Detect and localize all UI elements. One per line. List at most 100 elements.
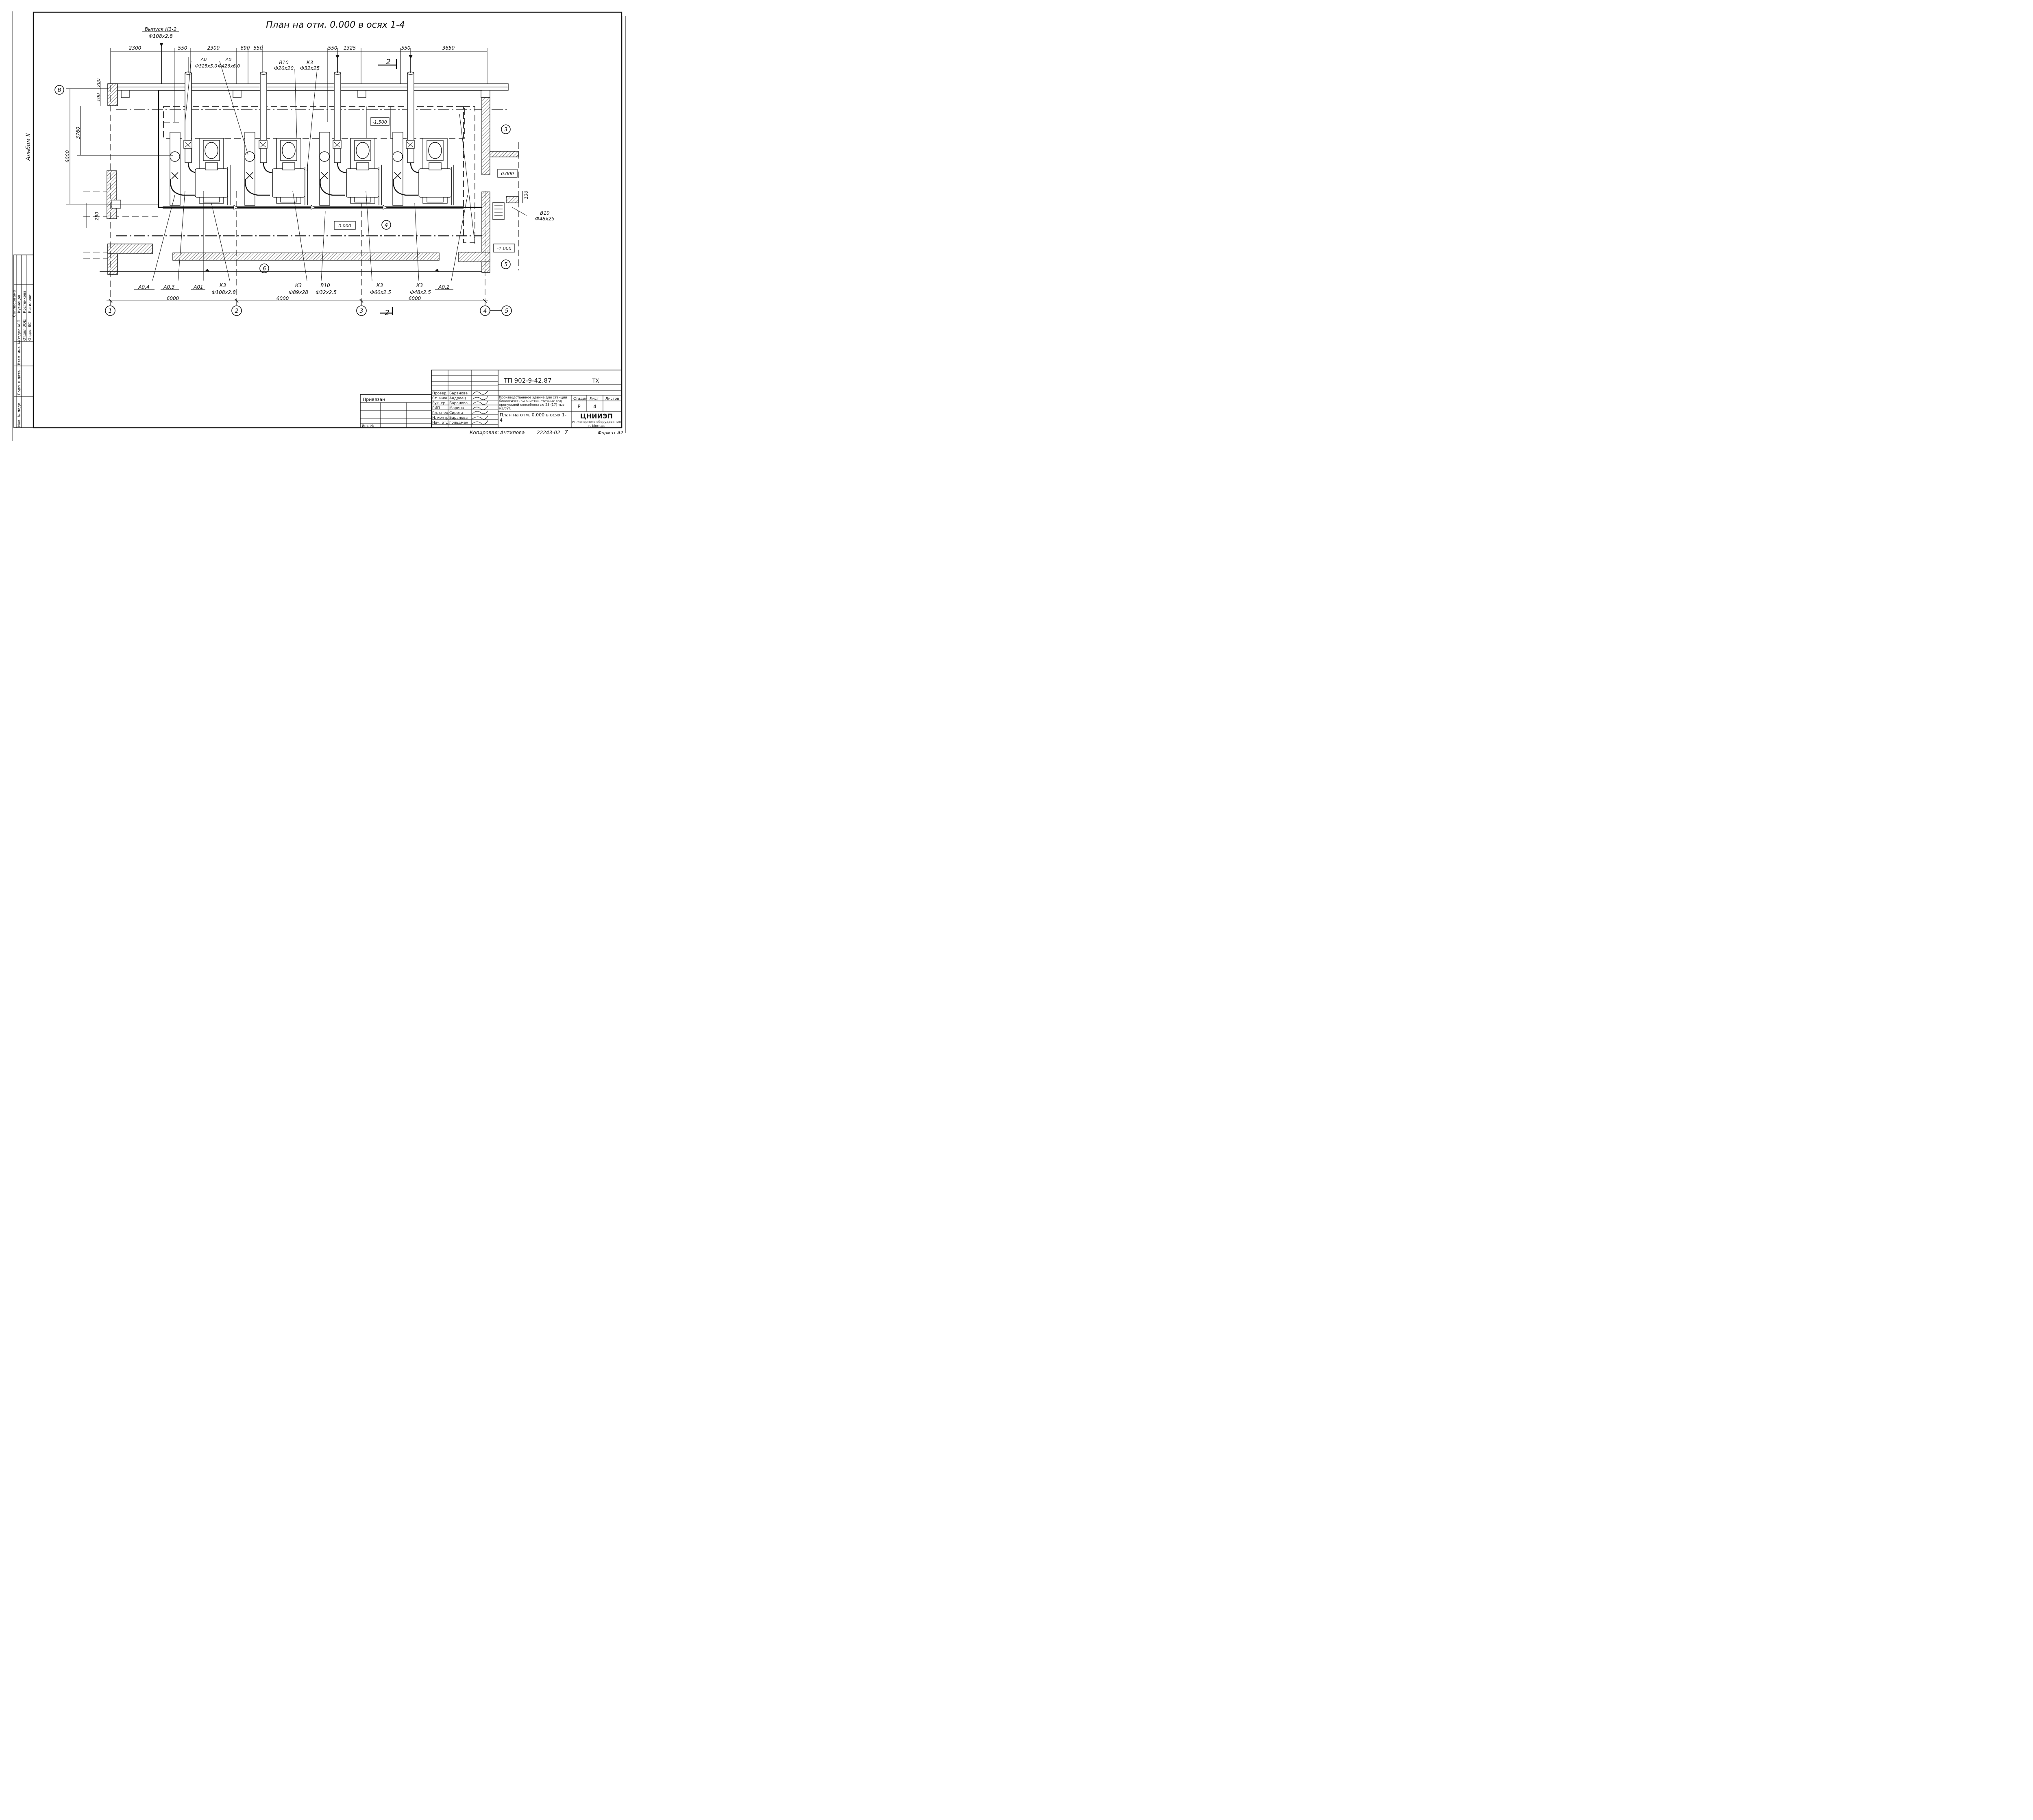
sheet-header: Лист (590, 397, 599, 401)
format-label: Формат А2 (598, 430, 623, 435)
top-wall (107, 83, 509, 106)
dim-250: 250 (94, 212, 100, 220)
signer-name-4: Марина (449, 406, 464, 410)
channel-dashed (83, 106, 508, 259)
row-marker-4: 4 (385, 222, 388, 229)
axis-marker-3: 3 (360, 308, 364, 314)
org-sub: инженерного оборудования (572, 420, 621, 424)
drawing-title: План на отм. 0.000 в осях 1-4 (266, 20, 405, 30)
axis-marker-2: 2 (235, 308, 239, 314)
approval-dept-3: Отдел ВС (28, 322, 32, 341)
outlet-b10-size: Ф20х20 (274, 65, 294, 71)
plan-view (66, 31, 527, 315)
org-name: ЦНИИЭП (580, 412, 613, 420)
dim-3760: 3760 (75, 126, 81, 139)
org-city: г. Москва (588, 424, 605, 428)
label-b10-32-size: Ф32х2.5 (316, 290, 337, 295)
section-mark-top: 2 (386, 58, 390, 66)
dim-200: 200 (96, 78, 101, 87)
level-minus-1500: -1.500 (372, 120, 387, 125)
outlet-k3-size: Ф32х25 (300, 65, 320, 71)
label-k3-108: К3 (220, 283, 226, 288)
axis-dim-2-3: 6000 (276, 296, 289, 301)
label-b10-32: В10 (320, 283, 330, 288)
dim-2300-b: 2300 (207, 45, 220, 51)
copied-label: Копировал: (470, 430, 499, 435)
label-a02: А0.2 (438, 284, 449, 290)
label-k3-48: К3 (416, 283, 423, 288)
approvals-header: Согласовано (12, 290, 17, 317)
label-a04: А0.4 (138, 284, 149, 290)
label-a03: А0.3 (163, 284, 174, 290)
dim-100: 100 (96, 93, 101, 102)
signer-name-6: Баранова (449, 416, 468, 420)
level-0000-center: 0.000 (338, 223, 351, 229)
row-marker-b: В (58, 87, 61, 94)
row-marker-6: 6 (263, 266, 266, 272)
pump-unit-4 (392, 72, 454, 206)
approval-name-2: Костенкова (23, 291, 27, 313)
pump-unit-2 (244, 72, 316, 210)
side-field-podp: Подп. и дата (17, 370, 22, 395)
signer-name-1: Баранова (449, 392, 468, 396)
title-block: Привязан Инв. № ТП 902-9-42.87 ТХ Провер… (360, 370, 622, 428)
approval-name-3: Катилович (28, 292, 32, 313)
dim-3650: 3650 (442, 45, 455, 51)
outlet-a0-1-label: А0 (200, 57, 207, 62)
approval-dept-1: Отдел АСП (17, 320, 22, 341)
label-k3-60: К3 (377, 283, 383, 288)
dim-1325: 1325 (344, 45, 356, 51)
stage-value: Р (577, 404, 580, 409)
signer-role-5: Гл. спец. (432, 411, 449, 415)
signers: Провер. Баранова Ст. инж. Андреец Рук. г… (432, 391, 488, 425)
title-block-code: ТП 902-9-42.87 (503, 377, 551, 384)
outlet-a0-2-label: А0 (225, 57, 232, 62)
signer-role-1: Провер. (432, 392, 447, 396)
dim-130: 130 (524, 191, 529, 199)
sheet-title: План на отм. 0.000 в осях 1-4 (500, 412, 566, 423)
signer-name-5: Сирота (449, 411, 463, 415)
approval-dept-2: Отдел ЗОД (23, 319, 27, 341)
outlet-a0-1-size: Ф325х5.0 (195, 63, 217, 69)
dim-550-b: 550 (254, 45, 263, 51)
label-k3-89: К3 (295, 283, 302, 288)
axis-marker-1: 1 (109, 308, 112, 314)
signer-role-6: Н. контр. (432, 416, 450, 420)
outlet-b10-right-label: В10 (540, 210, 550, 216)
label-a01: А01 (193, 284, 203, 290)
dimensions (70, 48, 523, 303)
outlet-b10-right-size: Ф48х25 (535, 216, 555, 222)
signer-role-4: ГИП (432, 406, 440, 410)
footer: Копировал: Антипова 22243-02 7 Формат А2 (470, 429, 623, 436)
signer-name-7: Гольдман (449, 421, 468, 425)
side-field-vzam: Взам. инв. № (17, 340, 22, 365)
outlet-k3-2-label: Выпуск К3-2 (145, 26, 176, 32)
stage-header: Стадия (573, 397, 588, 401)
copy-number: 7 (564, 429, 568, 436)
sheet-frame (12, 11, 626, 441)
signer-name-2: Андреец (449, 396, 466, 401)
signer-role-7: Нач. отд. (432, 421, 450, 425)
axis-dim-1-2: 6000 (167, 296, 179, 301)
level-minus-1000: -1.000 (497, 246, 511, 251)
pump-unit-3 (319, 72, 388, 210)
plan-labels: Выпуск К3-2 Ф108х2.8 А0 Ф325х5.0 А0 Ф426… (54, 26, 555, 317)
privyazan-label: Привязан (363, 397, 385, 402)
approval-stamp: Согласовано Отдел АСП Кузнецов Отдел ЗОД… (12, 255, 34, 428)
signer-name-3: Баранова (449, 401, 468, 405)
label-k3-89-size: Ф89х28 (289, 290, 308, 295)
sheets-header: Листов (605, 397, 619, 401)
row-marker-3: 3 (504, 127, 507, 133)
title-block-mark: ТХ (592, 378, 599, 384)
dim-550-a: 550 (178, 45, 187, 51)
outlet-a0-2-size: Ф426х6.0 (218, 63, 240, 69)
row-marker-5: 5 (504, 262, 507, 268)
drawing-sheet: План на отм. 0.000 в осях 1-4 Альбом II (12, 11, 626, 441)
order-number: 22243-02 (537, 430, 560, 435)
outlet-k3-label: К3 (307, 60, 313, 65)
outlet-b10-label: В10 (279, 60, 289, 65)
signer-role-2: Ст. инж. (432, 396, 448, 401)
dim-6000-vertical: 6000 (65, 150, 70, 163)
dim-690: 690 (241, 45, 250, 51)
level-0000-right: 0.000 (501, 171, 514, 176)
